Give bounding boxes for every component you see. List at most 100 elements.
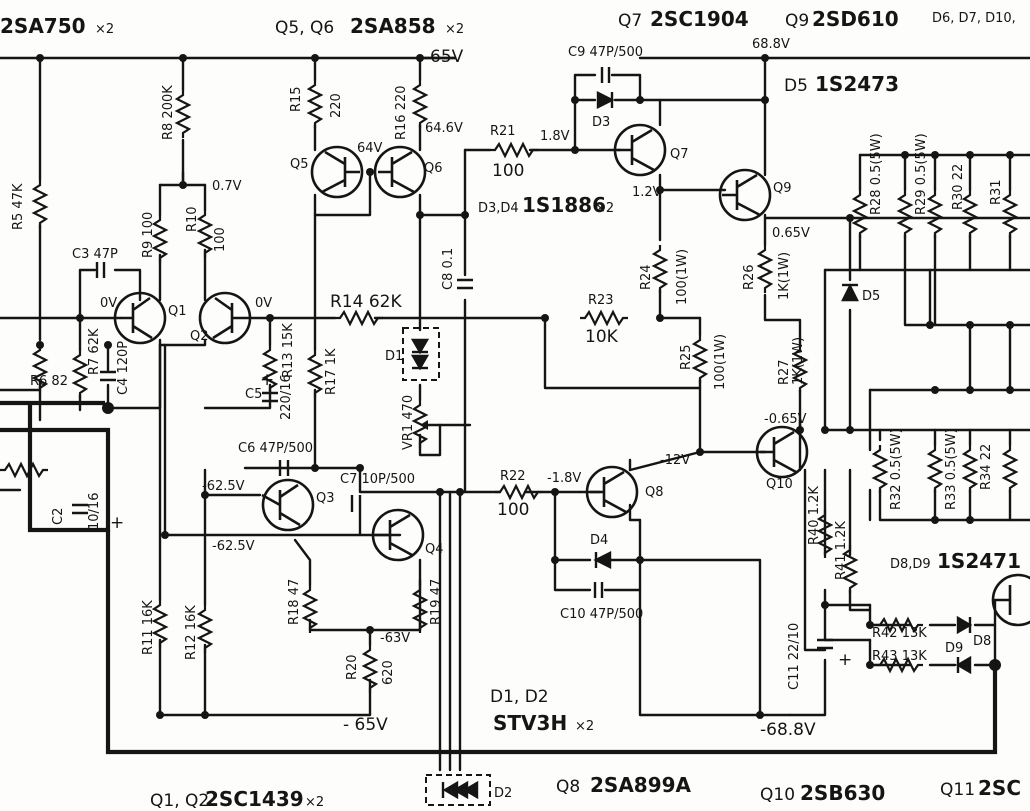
label-c7: C7 10P/500 — [340, 472, 415, 487]
label-2sa899a: 2SA899A — [590, 773, 692, 797]
label-d5: D5 — [862, 289, 880, 304]
header-labels: 2SA750 ×2 Q5, Q6 2SA858 ×2 Q7 2SC1904 Q9… — [0, 7, 1016, 38]
label-c8: C8 0.1 — [441, 248, 456, 290]
label-r28: R28 0.5(5W) — [869, 133, 884, 215]
transistor-q1 — [113, 291, 167, 345]
label-r27-value: 1K(1W) — [791, 337, 806, 385]
label-c2-value: 10/16 — [87, 493, 102, 530]
label-r26: R26 — [742, 264, 757, 290]
label-r31: R31 — [989, 179, 1004, 205]
label-r26-value: 1K(1W) — [777, 252, 792, 300]
label-q9: Q9 — [773, 181, 792, 196]
transistor-q11 — [991, 573, 1030, 627]
junction-dots — [36, 54, 1014, 719]
label-r24: R24 — [639, 264, 654, 290]
label-d1d2: D1, D2 — [490, 687, 549, 707]
label-r10: R10 — [185, 206, 200, 232]
label-q1q2-footer: Q1, Q2 — [150, 791, 209, 811]
label-r41: R41 1.2K — [834, 521, 849, 580]
diodes — [402, 91, 973, 806]
plus-c2: + — [110, 513, 124, 533]
voltage-minus-62-5v-b: -62.5V — [212, 539, 255, 554]
label-r29: R29 0.5(5W) — [914, 133, 929, 215]
label-r12: R12 16K — [184, 605, 199, 660]
label-d6-d7-d10: D6, D7, D10, — [932, 11, 1016, 26]
label-r27: R27 — [777, 359, 792, 385]
voltage-minus-63v: -63V — [380, 631, 410, 646]
label-2sb630: 2SB630 — [800, 781, 885, 805]
label-r24-value: 100(1W) — [675, 249, 690, 305]
label-r15-value: 220 — [329, 93, 344, 118]
label-r14: R14 62K — [330, 292, 402, 312]
label-stv3h: STV3H — [493, 711, 567, 735]
label-r7: R7 62K — [87, 328, 102, 375]
label-r6: R6 82 — [30, 374, 68, 389]
transistor-q2 — [198, 291, 252, 345]
label-c6: C6 47P/500 — [238, 441, 313, 456]
voltage-minus-65v: - 65V — [343, 715, 388, 735]
label-q7-top: Q7 — [618, 11, 642, 31]
label-r21-value: 100 — [492, 161, 524, 181]
voltage-0v-q1: 0V — [100, 296, 117, 311]
diode-labels: D5 1S2473 D3,D4 1S1886 ×2 D8,D9 1S2471 D… — [385, 72, 1021, 801]
label-1s2473: 1S2473 — [815, 72, 899, 96]
transistor-q10 — [755, 425, 809, 479]
label-r9: R9 100 — [141, 212, 156, 258]
label-r19: R19 47 — [429, 579, 444, 625]
label-r13: R13 15K — [281, 323, 296, 378]
label-d2: D2 — [494, 786, 512, 801]
voltage-minus-62-5v-a: -62.5V — [202, 479, 245, 494]
label-q3: Q3 — [316, 491, 335, 506]
label-c3: C3 47P — [72, 247, 118, 262]
voltage-0v-q2: 0V — [255, 296, 272, 311]
label-r22: R22 — [500, 469, 526, 484]
label-q10: Q10 — [766, 477, 793, 492]
label-c10: C10 47P/500 — [560, 607, 643, 622]
label-2sc1904: 2SC1904 — [650, 7, 749, 31]
label-r25-value: 100(1W) — [713, 334, 728, 390]
transistor-q6 — [373, 145, 427, 199]
voltage-0-65v: 0.65V — [772, 226, 810, 241]
label-q8: Q8 — [645, 485, 664, 500]
label-q5q6: Q5, Q6 — [275, 18, 334, 38]
label-r16: R16 220 — [394, 85, 409, 140]
label-d9: D9 — [945, 641, 963, 656]
label-2sa858: 2SA858 — [350, 14, 436, 38]
label-q4: Q4 — [425, 542, 444, 557]
voltage-minus-12v: -12V — [660, 453, 690, 468]
label-r42: R42 13K — [872, 626, 927, 641]
label-r20: R20 — [345, 654, 360, 680]
label-r5: R5 47K — [11, 183, 26, 230]
label-c11: C11 22/10 — [787, 623, 802, 690]
plus-c5: + — [260, 370, 274, 390]
label-c5-value: 220/16 — [279, 374, 294, 420]
transistor-q3 — [261, 478, 315, 532]
transistor-q9 — [718, 168, 772, 222]
label-r25: R25 — [679, 344, 694, 370]
label-d8: D8 — [973, 634, 991, 649]
wiring — [0, 56, 1030, 772]
label-r34: R34 22 — [979, 444, 994, 490]
label-d3: D3 — [592, 115, 610, 130]
label-2sa750-count: ×2 — [95, 22, 114, 37]
label-q7: Q7 — [670, 147, 689, 162]
label-q8-footer: Q8 — [556, 777, 580, 797]
voltage-1-2v: 1.2V — [632, 185, 662, 200]
label-c9: C9 47P/500 — [568, 45, 643, 60]
transistor-q8 — [585, 465, 639, 519]
voltage-minus-1-8v: -1.8V — [547, 471, 581, 486]
label-r33: R33 0.5(5W) — [944, 428, 959, 510]
label-r43: R43 13K — [872, 649, 927, 664]
label-r30: R30 22 — [951, 164, 966, 210]
label-q9-top: Q9 — [785, 11, 809, 31]
label-r8: R8 200K — [161, 85, 176, 140]
label-2sc1439: 2SC1439 — [205, 787, 304, 811]
label-1s2471: 1S2471 — [937, 549, 1021, 573]
vr1-arrow — [420, 420, 428, 430]
label-2sa858-count: ×2 — [445, 22, 464, 37]
label-d3d4: D3,D4 — [478, 201, 519, 216]
label-r23-value: 10K — [585, 327, 619, 347]
label-r15: R15 — [289, 86, 304, 112]
label-r23: R23 — [588, 293, 614, 308]
